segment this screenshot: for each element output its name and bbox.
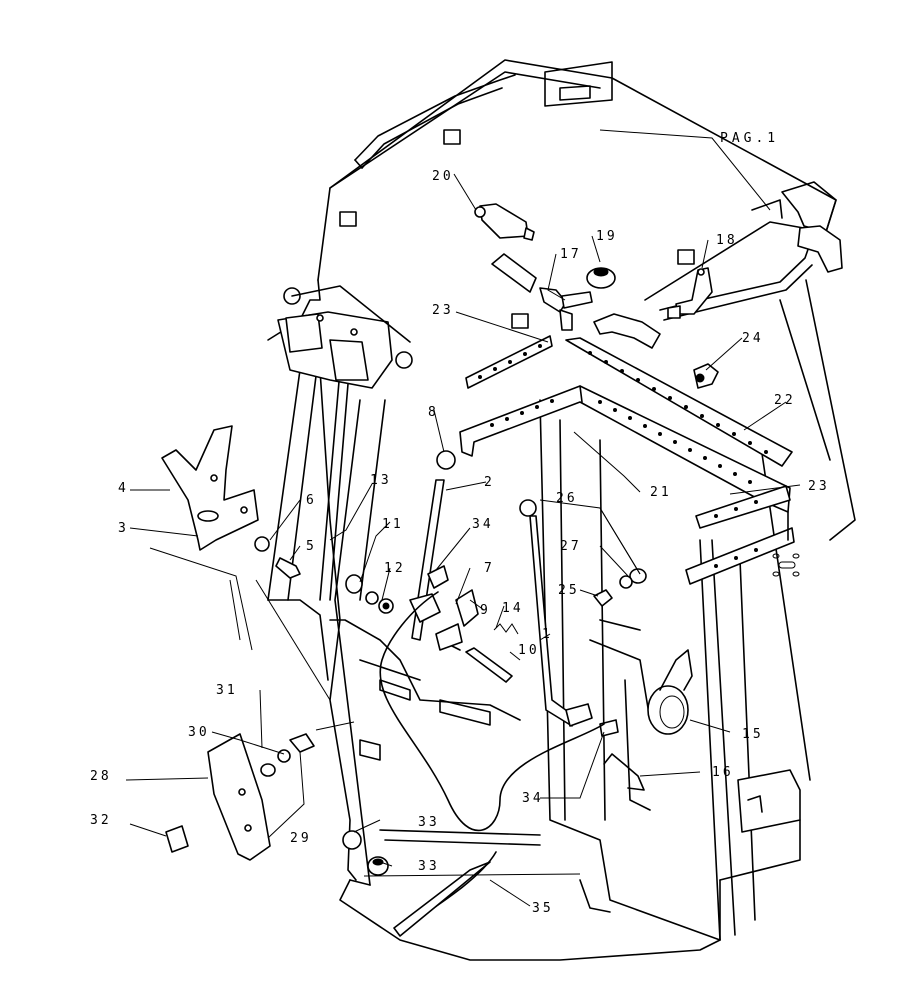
callout-34-upper: 34 xyxy=(472,517,494,532)
callout-29: 29 xyxy=(290,831,312,846)
top-mount-assembly xyxy=(277,285,413,389)
callout-24: 24 xyxy=(742,331,764,346)
callout-23-upper: 23 xyxy=(432,303,454,318)
callout-31: 31 xyxy=(216,683,238,698)
callout-23-lower: 23 xyxy=(808,479,830,494)
part-15-coil xyxy=(647,649,693,735)
part-19-grommet xyxy=(586,267,616,289)
callout-27: 27 xyxy=(560,539,582,554)
leader-lines xyxy=(125,129,801,907)
part-16-cable xyxy=(603,753,645,791)
callout-25: 25 xyxy=(558,583,580,598)
part-23-strip-upper xyxy=(465,335,553,389)
callout-19: 19 xyxy=(596,229,618,244)
callout-33-upper: 33 xyxy=(418,815,440,830)
callout-13: 13 xyxy=(370,473,392,488)
callout-17: 17 xyxy=(560,247,582,262)
small-fasteners xyxy=(254,536,394,614)
callout-2: 2 xyxy=(484,475,495,490)
callout-7: 7 xyxy=(484,561,495,576)
callout-15: 15 xyxy=(742,727,764,742)
part-4-bracket xyxy=(161,425,259,551)
part-8-knob xyxy=(436,450,456,470)
callout-10: 10 xyxy=(518,643,540,658)
callout-16: 16 xyxy=(712,765,734,780)
callout-32: 32 xyxy=(90,813,112,828)
callout-33-lower: 33 xyxy=(418,859,440,874)
part-24-fitting xyxy=(693,363,719,389)
lower-left-parts xyxy=(165,733,389,876)
callout-20: 20 xyxy=(432,169,454,184)
callout-1: 1 xyxy=(542,627,553,642)
callout-21: 21 xyxy=(650,485,672,500)
mid-linkage xyxy=(409,565,619,737)
callout-22: 22 xyxy=(774,393,796,408)
callout-labels: PAG.1 20 19 17 18 23 24 22 8 2 4 13 6 21… xyxy=(90,131,830,916)
callout-8: 8 xyxy=(428,405,439,420)
part-17-hose-tee xyxy=(491,253,661,349)
callout-9: 9 xyxy=(480,603,491,618)
page-reference-label: PAG.1 xyxy=(720,131,779,146)
part-35-cable xyxy=(379,591,605,937)
callout-30: 30 xyxy=(188,725,210,740)
cab-frame xyxy=(267,59,856,961)
part-1-rod xyxy=(519,499,575,727)
callout-3: 3 xyxy=(118,521,129,536)
callout-28: 28 xyxy=(90,769,112,784)
callout-34-lower: 34 xyxy=(522,791,544,806)
callout-4: 4 xyxy=(118,481,129,496)
part-20-fitting xyxy=(474,203,535,241)
callout-6: 6 xyxy=(306,493,317,508)
callout-5: 5 xyxy=(306,539,317,554)
callout-12: 12 xyxy=(384,561,406,576)
callout-35: 35 xyxy=(532,901,554,916)
callout-11: 11 xyxy=(382,517,404,532)
part-22-strip xyxy=(565,337,793,467)
right-fasteners xyxy=(593,568,647,607)
callout-14: 14 xyxy=(502,601,524,616)
part-18-elbow xyxy=(667,267,713,319)
part-21-angle-frame xyxy=(459,385,795,585)
callout-18: 18 xyxy=(716,233,738,248)
callout-26: 26 xyxy=(556,491,578,506)
